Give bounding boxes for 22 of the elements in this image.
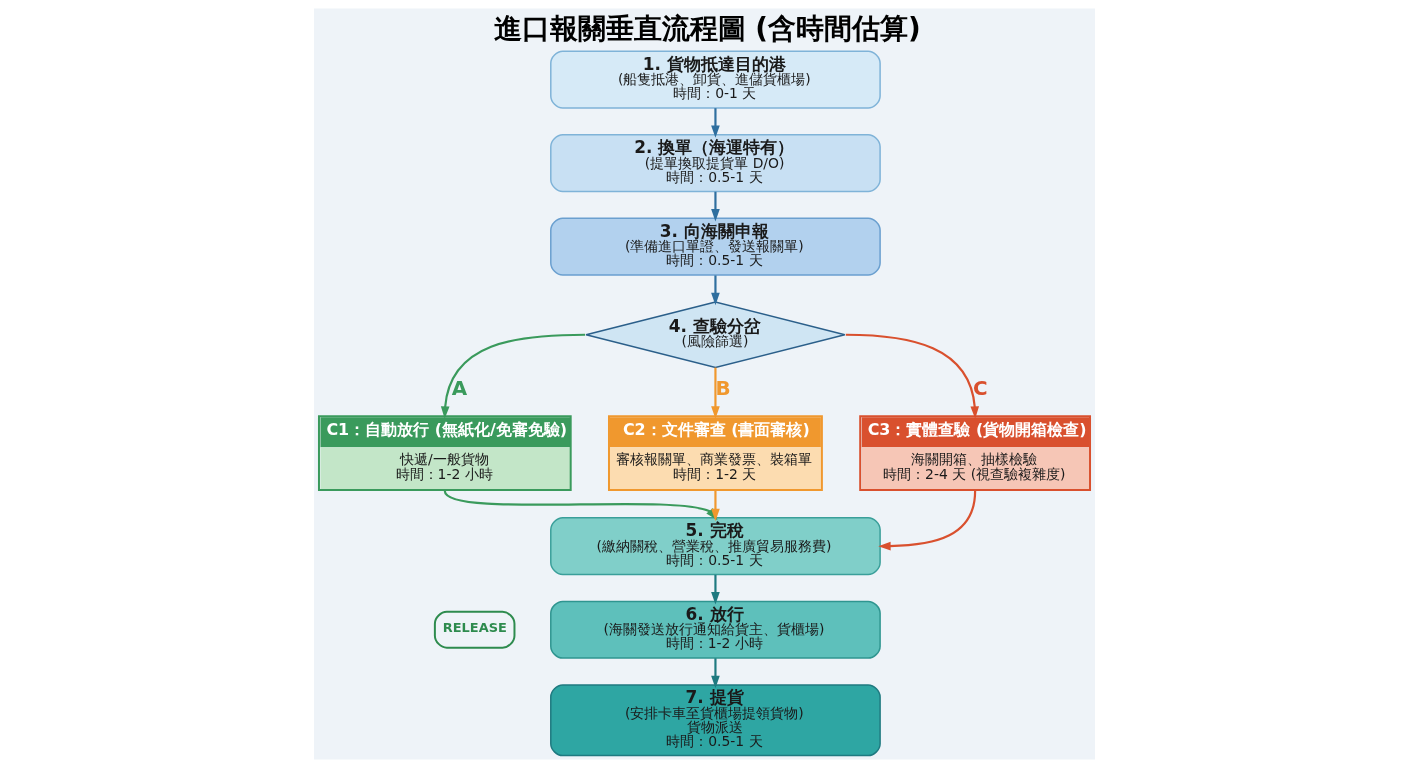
- arrow: [710, 275, 720, 306]
- arrow: [877, 490, 976, 551]
- arrow: [845, 333, 979, 419]
- node-box: 6. 放行 (海關發送放行通知給貨主、貨櫃場) 時間：1-2 小時: [549, 600, 881, 659]
- node-box: 1. 貨物抵達目的港 (船隻抵港、卸貨、進儲貨櫃場) 時間：0-1 天: [549, 50, 881, 109]
- node-box: 3. 向海關申報 (準備進口單證、發送報關單) 時間：0.5-1 天: [549, 217, 881, 276]
- arrow: [710, 574, 720, 605]
- arrow: [710, 490, 720, 522]
- arrow: [710, 367, 720, 419]
- arrow: [710, 658, 720, 689]
- diagram-title: 進口報關垂直流程圖 (含時間估算): [493, 11, 921, 45]
- node-box: 7. 提貨 (安排卡車至貨櫃場提領貨物) 貨物派送 時間：0.5-1 天: [549, 684, 881, 757]
- arrow: [710, 191, 720, 222]
- node-box: 2. 換單（海運特有） (提單換取提貨單 D/O) 時間：0.5-1 天: [549, 134, 881, 193]
- node-diamond: 4. 查驗分岔 (風險篩選): [584, 301, 846, 369]
- arrow: [710, 108, 720, 138]
- edge-label: C: [972, 377, 988, 401]
- edge-label: B: [714, 377, 731, 401]
- node-box: 5. 完稅 (繳納關稅、營業稅、推廣貿易服務費) 時間：0.5-1 天: [549, 517, 881, 576]
- arrow: [440, 333, 585, 419]
- edge-label: A: [451, 377, 467, 401]
- label: RELEASE: [442, 620, 507, 636]
